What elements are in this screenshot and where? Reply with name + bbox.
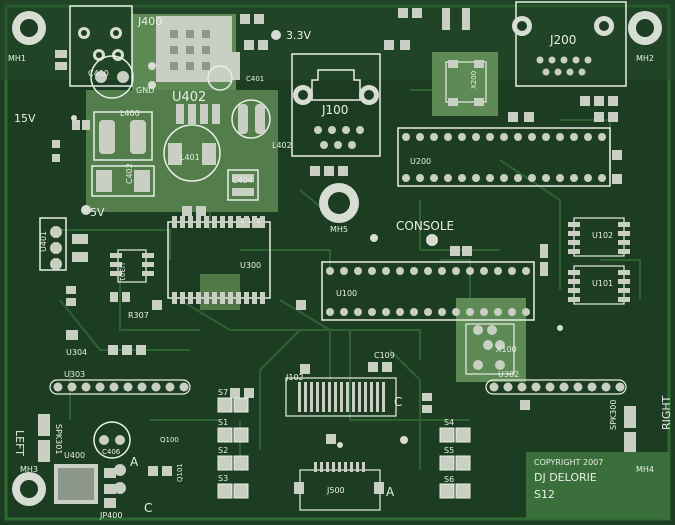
connector-j400	[69, 5, 133, 87]
label-c401: C401	[246, 75, 264, 83]
label-pin-c: C	[144, 501, 152, 515]
label-console: CONSOLE	[396, 219, 454, 233]
label-u100: U100	[336, 289, 357, 298]
label-pin-c-j102: C	[394, 395, 402, 409]
label-c400: C400	[88, 69, 109, 78]
label-x200: X200	[470, 71, 478, 89]
label-l402: L402	[272, 141, 292, 150]
label-u200: U200	[410, 157, 431, 166]
label-c402: C402	[125, 163, 134, 184]
label-spk300: SPK300	[609, 400, 618, 430]
label-s4: S4	[444, 418, 454, 427]
copper-fill-x200	[432, 52, 498, 116]
smd-pads	[52, 8, 622, 476]
label-u102: U102	[592, 231, 613, 240]
chip-u200	[397, 127, 611, 187]
label-pin-a-j500: A	[386, 485, 395, 499]
vias	[71, 30, 563, 448]
credit-sheet: S12	[534, 488, 555, 501]
label-jp400: JP400	[99, 511, 122, 520]
label-c404: C404	[232, 176, 253, 185]
label-r307: R307	[128, 311, 149, 320]
header-u302	[485, 379, 627, 395]
label-l400: L400	[120, 109, 140, 118]
u400-area	[54, 421, 131, 508]
label-u101: U101	[592, 279, 613, 288]
power-passives	[90, 52, 271, 201]
label-u300: U300	[240, 261, 261, 270]
label-u402: U402	[172, 90, 206, 105]
label-mh1: MH1	[8, 54, 26, 63]
credit-copyright: COPYRIGHT 2007	[534, 458, 603, 467]
label-u301: U301	[118, 263, 126, 281]
chip-u401	[39, 217, 88, 271]
chip-u301	[110, 249, 154, 283]
label-spk301: SPK301	[54, 424, 63, 454]
credit-author: DJ DELORIE	[534, 471, 597, 484]
label-j100: J100	[321, 103, 348, 117]
label-u400: U400	[64, 451, 85, 460]
label-s1: S1	[218, 418, 228, 427]
label-3v3: 3.3V	[286, 29, 311, 42]
label-c109: C109	[374, 351, 395, 360]
label-left: LEFT	[13, 430, 26, 456]
connector-j200	[512, 1, 627, 87]
chip-u402	[156, 16, 232, 124]
label-j200: J200	[549, 33, 576, 47]
label-s5: S5	[444, 446, 454, 455]
connector-j102	[285, 377, 397, 417]
label-s3: S3	[218, 474, 228, 483]
credits-panel	[526, 452, 669, 519]
mounting-holes	[12, 11, 662, 507]
label-pin-a: A	[130, 455, 139, 469]
label-u302: U302	[498, 370, 519, 379]
connector-j500	[294, 462, 384, 511]
crystal-x100	[465, 323, 515, 375]
label-mh4: MH4	[636, 465, 654, 474]
label-u401: U401	[39, 231, 48, 252]
label-c406: C406	[102, 448, 121, 456]
top-ground-pour	[0, 0, 675, 80]
chip-u101	[568, 265, 630, 305]
label-s2: S2	[218, 446, 228, 455]
label-right: RIGHT	[660, 395, 673, 430]
label-u303: U303	[64, 370, 85, 379]
label-j400: J400	[137, 15, 162, 28]
label-x100: X100	[496, 345, 517, 354]
label-u304: U304	[66, 348, 87, 357]
label-j500: J500	[326, 486, 345, 495]
label-mh2: MH2	[636, 54, 654, 63]
header-u303	[49, 379, 191, 395]
label-q100: Q100	[160, 436, 179, 444]
label-gnd: GND	[136, 86, 154, 95]
chip-u300	[167, 216, 271, 304]
label-15v: 15V	[14, 112, 36, 125]
label-s7: S7	[218, 388, 228, 397]
label-q101: Q101	[176, 463, 184, 482]
silkscreen-text: MH1 MH2 MH3 MH4 MH5 J400 J200 J100 J500 …	[8, 15, 673, 520]
label-mh5: MH5	[330, 225, 348, 234]
label-l401: L401	[180, 153, 200, 162]
label-s6: S6	[444, 475, 454, 484]
chip-u102	[568, 217, 630, 257]
label-j102: J102	[285, 373, 304, 382]
crystal-x200	[445, 60, 487, 106]
switch-pads	[217, 397, 471, 499]
label-5v: 5V	[90, 206, 105, 219]
connector-j100	[291, 53, 381, 157]
label-mh3: MH3	[20, 465, 38, 474]
chip-u100	[321, 261, 535, 321]
speaker-pads	[38, 406, 636, 462]
